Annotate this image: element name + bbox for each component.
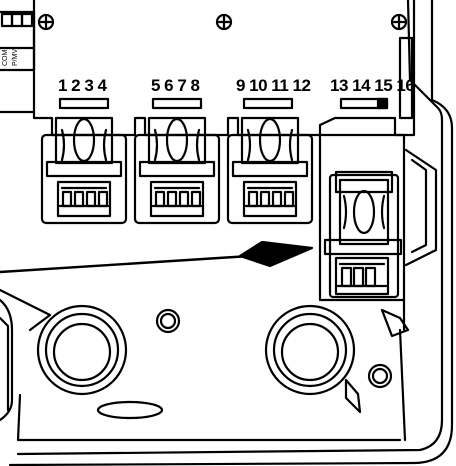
screw-center	[215, 13, 233, 31]
station-module-3	[226, 116, 314, 225]
latch-bottom	[344, 378, 362, 414]
mounting-hole-center	[155, 308, 181, 334]
screw-right	[390, 13, 408, 31]
terminal-numbers-1-4: 1 2 3 4	[58, 76, 108, 95]
pmv-label: P/MV	[12, 49, 19, 66]
screw-left	[37, 13, 55, 31]
terminal-numbers-13-16: 13 14 15 16	[330, 76, 414, 95]
slot-bottom	[96, 400, 164, 420]
terminal-numbers-9-12: 9 10 11 12	[236, 76, 310, 95]
label-bar-1	[58, 97, 110, 110]
latch-top	[380, 308, 410, 338]
label-bar-3	[242, 97, 294, 110]
station-module-1	[40, 116, 128, 225]
station-module-2	[133, 116, 221, 225]
inserted-module	[323, 170, 403, 299]
terminal-numbers-5-8: 5 6 7 8	[151, 76, 200, 95]
left-strip: COM P/MV	[0, 10, 36, 114]
terminal-board: 1 2 3 4 5 6 7 8 9 10 11 12 13 14 15 16	[32, 0, 416, 137]
module-slot	[318, 133, 406, 302]
knockout-right	[264, 304, 356, 396]
com-label: COM	[2, 50, 9, 67]
right-tab	[398, 36, 414, 120]
knockout-left	[36, 304, 128, 396]
mounting-hole-right	[367, 363, 393, 389]
label-bar-2	[151, 97, 203, 110]
insertion-arrow	[0, 240, 314, 274]
